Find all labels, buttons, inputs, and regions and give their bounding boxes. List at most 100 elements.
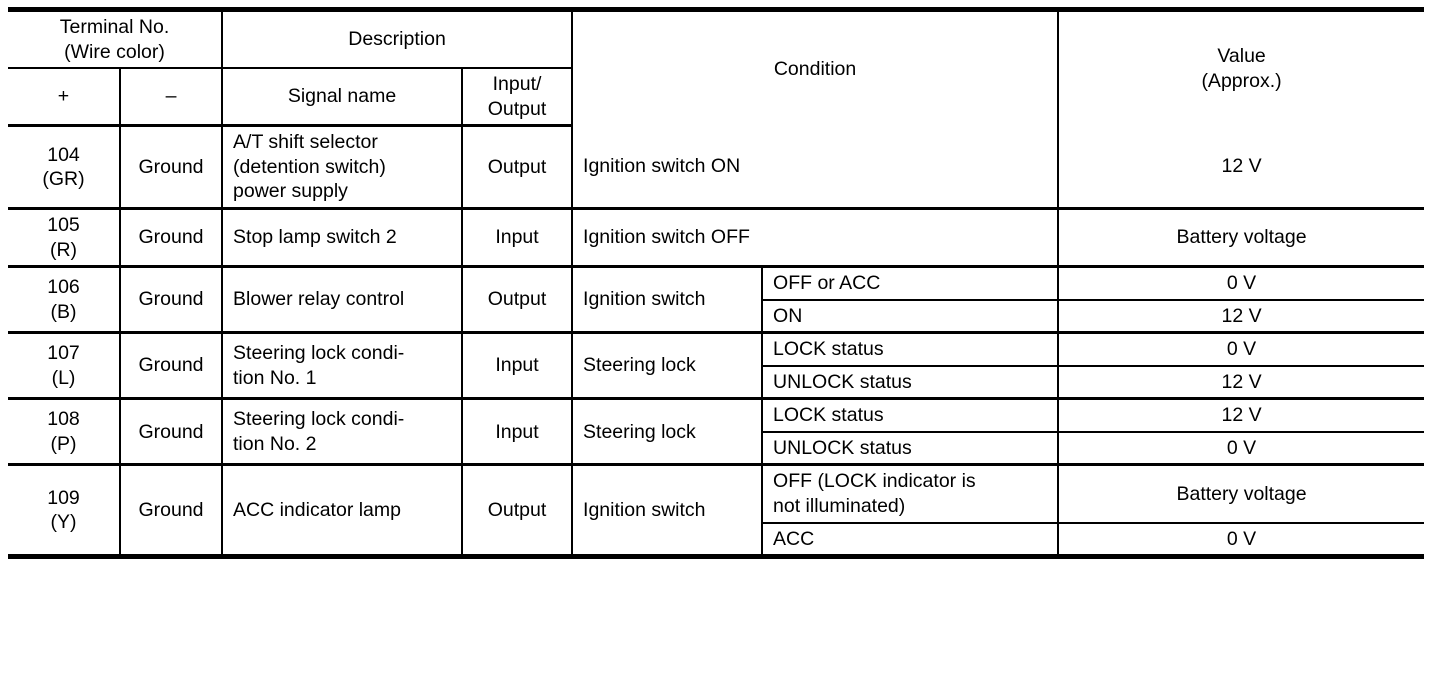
condition-sub-cell: ON: [761, 299, 1060, 335]
header-row-top: Terminal No. (Wire color) Description Co…: [8, 6, 1425, 126]
header-terminal-minus: –: [118, 68, 224, 128]
terminal-number: 104: [47, 143, 80, 166]
wire-color: (R): [49, 238, 78, 261]
signal-name-line3: power supply: [233, 180, 348, 203]
ground-cell: Ground: [118, 208, 224, 269]
wire-color: (GR): [42, 168, 85, 191]
value-cell: Battery voltage: [1057, 208, 1425, 269]
input-output-cell: Input: [461, 208, 574, 269]
terminal-number: 108: [47, 408, 80, 431]
signal-name-line1: Steering lock condi-: [233, 408, 405, 431]
condition-cell: Ignition switch: [571, 266, 764, 335]
header-terminal-plus: +: [8, 68, 121, 128]
input-output-cell: Output: [461, 125, 574, 210]
condition-sub-line1: OFF (LOCK indicator is: [773, 470, 976, 493]
ground-cell: Ground: [118, 332, 224, 401]
wire-color: (L): [51, 366, 76, 389]
header-input-output-line1: Input/: [492, 73, 542, 96]
value-cell: 12 V: [1057, 365, 1425, 401]
signal-name-cell: ACC indicator lamp: [221, 464, 464, 560]
input-output-cell: Input: [461, 398, 574, 467]
condition-sub-line2: not illuminated): [773, 495, 906, 517]
value-cell: 12 V: [1057, 125, 1425, 210]
condition-sub-line1: ACC: [773, 527, 815, 550]
condition-cell: Ignition switch ON: [571, 125, 1060, 210]
ground-cell: Ground: [118, 266, 224, 335]
signal-name-cell: Steering lock condi-tion No. 2: [221, 398, 464, 467]
value-cell: 12 V: [1057, 299, 1425, 335]
signal-name-line1: Blower relay control: [233, 288, 405, 311]
signal-name-line1: A/T shift selector: [233, 131, 378, 154]
input-output-cell: Input: [461, 332, 574, 401]
signal-name-line1: Steering lock condi-: [233, 342, 405, 365]
value-cell: 0 V: [1057, 332, 1425, 367]
signal-name-cell: Steering lock condi-tion No. 1: [221, 332, 464, 401]
header-terminal-group-line1: Terminal No.: [59, 16, 170, 38]
value-cell: 12 V: [1057, 398, 1425, 433]
header-value-line1: Value: [1217, 45, 1266, 68]
terminal-number-cell: 107(L): [8, 332, 121, 401]
condition-cell: Steering lock: [571, 398, 764, 467]
signal-name-cell: Blower relay control: [221, 266, 464, 335]
signal-name-line1: ACC indicator lamp: [233, 499, 401, 521]
signal-name-cell: A/T shift selector(detention switch)powe…: [221, 125, 464, 210]
value-cell: 0 V: [1057, 431, 1425, 467]
wire-color: (B): [50, 300, 77, 323]
condition-sub-cell: UNLOCK status: [761, 365, 1060, 401]
value-cell: Battery voltage: [1057, 464, 1425, 524]
terminal-layout-table: Terminal No. (Wire color) Description Co…: [8, 6, 1425, 560]
terminal-number-cell: 109(Y): [8, 464, 121, 560]
condition-sub-cell: UNLOCK status: [761, 431, 1060, 467]
signal-name-line1: Stop lamp switch 2: [233, 226, 397, 249]
table-body: Terminal No. (Wire color) Description Co…: [8, 6, 1425, 560]
value-cell: 0 V: [1057, 522, 1425, 560]
signal-name-line2: (detention switch): [233, 155, 386, 178]
input-output-cell: Output: [461, 464, 574, 560]
condition-sub-cell: OFF or ACC: [761, 266, 1060, 301]
ground-cell: Ground: [118, 464, 224, 560]
ground-cell: Ground: [118, 125, 224, 210]
signal-name-cell: Stop lamp switch 2: [221, 208, 464, 269]
header-row-bottom: + – Signal name Input/ Output: [8, 68, 1424, 128]
header-input-output: Input/ Output: [461, 68, 574, 128]
header-input-output-line2: Output: [487, 97, 547, 120]
header-terminal-group-line2: (Wire color): [64, 40, 165, 63]
condition-cell: Ignition switch OFF: [571, 208, 1060, 269]
terminal-number: 106: [47, 276, 80, 299]
terminal-number-cell: 108(P): [8, 398, 121, 467]
ground-cell: Ground: [118, 398, 224, 467]
condition-cell: Ignition switch: [571, 464, 764, 560]
terminal-number-cell: 106(B): [8, 266, 121, 335]
table-row: ACC 0 V: [8, 522, 1425, 560]
header-condition: Condition: [571, 6, 1060, 126]
header-description: Description: [221, 7, 574, 70]
terminal-number: 107: [47, 342, 80, 365]
header-value: Value (Approx.): [1057, 6, 1425, 126]
terminal-number: 105: [47, 213, 80, 236]
value-cell: 0 V: [1057, 266, 1425, 301]
terminal-number: 109: [47, 486, 80, 509]
header-terminal-group: Terminal No. (Wire color): [8, 7, 224, 70]
condition-sub-cell: LOCK status: [761, 332, 1060, 367]
wire-color: (P): [50, 432, 77, 455]
condition-cell: Steering lock: [571, 332, 764, 401]
terminal-number-cell: 104(GR): [8, 125, 121, 210]
condition-sub-cell: LOCK status: [761, 398, 1060, 433]
signal-name-line2: tion No. 1: [233, 366, 317, 389]
input-output-cell: Output: [461, 266, 574, 335]
header-value-line2: (Approx.): [1201, 69, 1282, 92]
wire-color: (Y): [50, 511, 77, 534]
signal-name-line2: tion No. 2: [233, 432, 317, 455]
header-signal-name: Signal name: [221, 68, 464, 128]
